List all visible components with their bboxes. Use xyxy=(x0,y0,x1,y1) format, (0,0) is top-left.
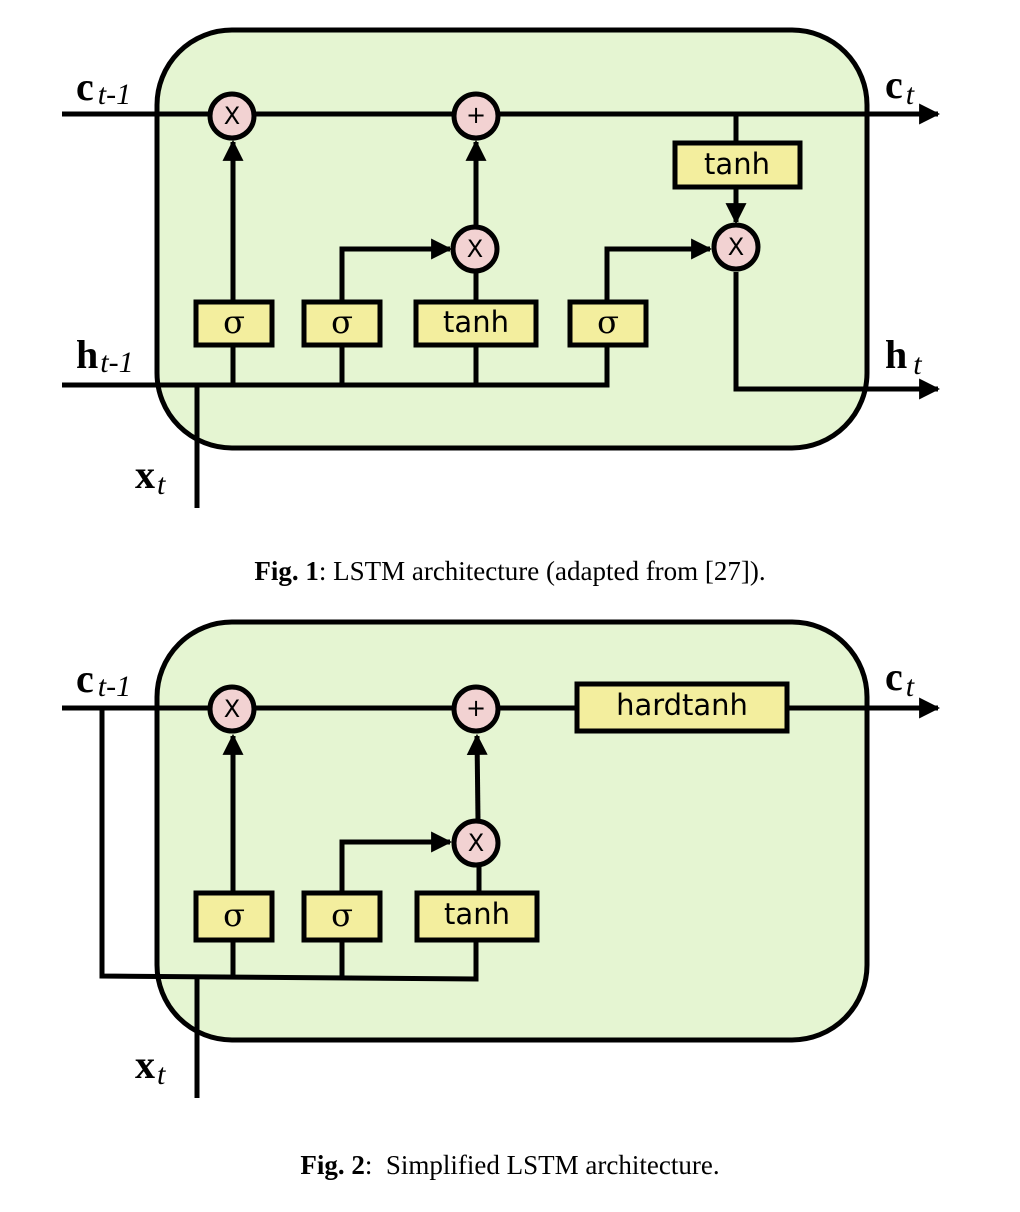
multiply-icon: X xyxy=(468,829,484,857)
input-gate-output-arrow xyxy=(339,238,453,302)
figure-1-lstm: σ σ tanh σ tanh X + X xyxy=(62,27,941,508)
label-x-input: xt xyxy=(135,1042,166,1091)
forget-multiply-operator: X xyxy=(207,91,257,141)
output-gate-label: σ xyxy=(597,303,619,341)
cell-tanh-label: tanh xyxy=(704,147,770,181)
candidate-block: tanh xyxy=(414,890,540,943)
forget-gate-block: σ xyxy=(193,890,275,943)
multiply-icon: X xyxy=(224,695,240,723)
forget-gate-block: σ xyxy=(193,299,275,348)
forget-gate-label: σ xyxy=(223,303,245,341)
candidate-label: tanh xyxy=(443,305,509,339)
cell-tanh-block: tanh xyxy=(672,140,803,190)
hidden-input-bus xyxy=(62,340,610,388)
input-mult-to-add-arrow xyxy=(466,733,488,821)
forget-gate-label: σ xyxy=(223,896,245,934)
multiply-icon: X xyxy=(467,235,483,263)
output-multiply-operator: X xyxy=(711,222,761,272)
input-gate-block: σ xyxy=(301,890,383,943)
cell-state-feedback-bus xyxy=(99,708,479,982)
candidate-block: tanh xyxy=(413,299,539,348)
caption-label: Fig. 1 xyxy=(254,556,319,586)
figure-2-caption: Fig. 2: Simplified LSTM architecture. xyxy=(0,1150,1020,1181)
cell-add-operator: + xyxy=(451,684,501,734)
label-h-prev: ht-1 xyxy=(76,332,134,379)
output-gate-output-arrow xyxy=(604,238,713,302)
caption-label: Fig. 2 xyxy=(300,1150,365,1180)
input-gate-block: σ xyxy=(301,299,383,348)
hardtanh-label: hardtanh xyxy=(616,688,748,722)
candidate-label: tanh xyxy=(444,897,510,931)
caption-text: : Simplified LSTM architecture. xyxy=(364,1150,720,1180)
cell-add-operator: + xyxy=(451,91,501,141)
plus-icon: + xyxy=(466,694,486,722)
input-gate-label: σ xyxy=(331,896,353,934)
input-gate-label: σ xyxy=(331,303,353,341)
input-multiply-operator: X xyxy=(451,818,501,868)
forget-multiply-operator: X xyxy=(207,684,257,734)
multiply-icon: X xyxy=(728,233,744,261)
figure-1-caption: Fig. 1: LSTM architecture (adapted from … xyxy=(0,556,1020,587)
label-x-input: xt xyxy=(135,452,166,501)
hardtanh-block: hardtanh xyxy=(574,681,790,734)
caption-text: : LSTM architecture (adapted from [27]). xyxy=(318,556,766,586)
input-gate-output-arrow xyxy=(339,831,453,893)
plus-icon: + xyxy=(466,101,486,129)
output-gate-block: σ xyxy=(567,299,649,348)
hidden-output-arrow xyxy=(733,272,941,400)
multiply-icon: X xyxy=(224,102,240,130)
input-multiply-operator: X xyxy=(450,224,500,274)
